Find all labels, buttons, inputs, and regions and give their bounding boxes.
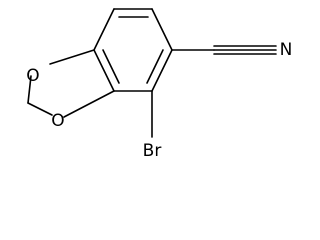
dioxole-bond-c-o-top	[49, 49, 95, 65]
ring-bond-top-left	[93, 8, 115, 51]
ring-bond-top-right	[151, 8, 173, 51]
atom-label-nitrogen: N	[280, 40, 293, 60]
ring-inner-double-left	[102, 49, 120, 84]
molecule-structure: O O Br N	[26, 8, 293, 161]
dioxole-bond-o-ch2-top	[27, 75, 32, 104]
ring-bond-bottom-right	[151, 49, 173, 92]
atom-label-oxygen-bottom: O	[51, 111, 64, 131]
atom-label-bromine: Br	[143, 141, 162, 161]
benzene-ring	[93, 8, 173, 92]
dioxole-bond-ch2-o-bottom	[27, 102, 53, 116]
substituent-bonds	[151, 45, 277, 138]
dioxole-bond-o-c-bottom	[63, 90, 115, 118]
dioxole-ring	[27, 49, 115, 118]
ring-bond-bottom-left	[93, 49, 115, 92]
ring-inner-double-right	[146, 49, 164, 84]
atom-label-oxygen-top: O	[26, 66, 39, 86]
